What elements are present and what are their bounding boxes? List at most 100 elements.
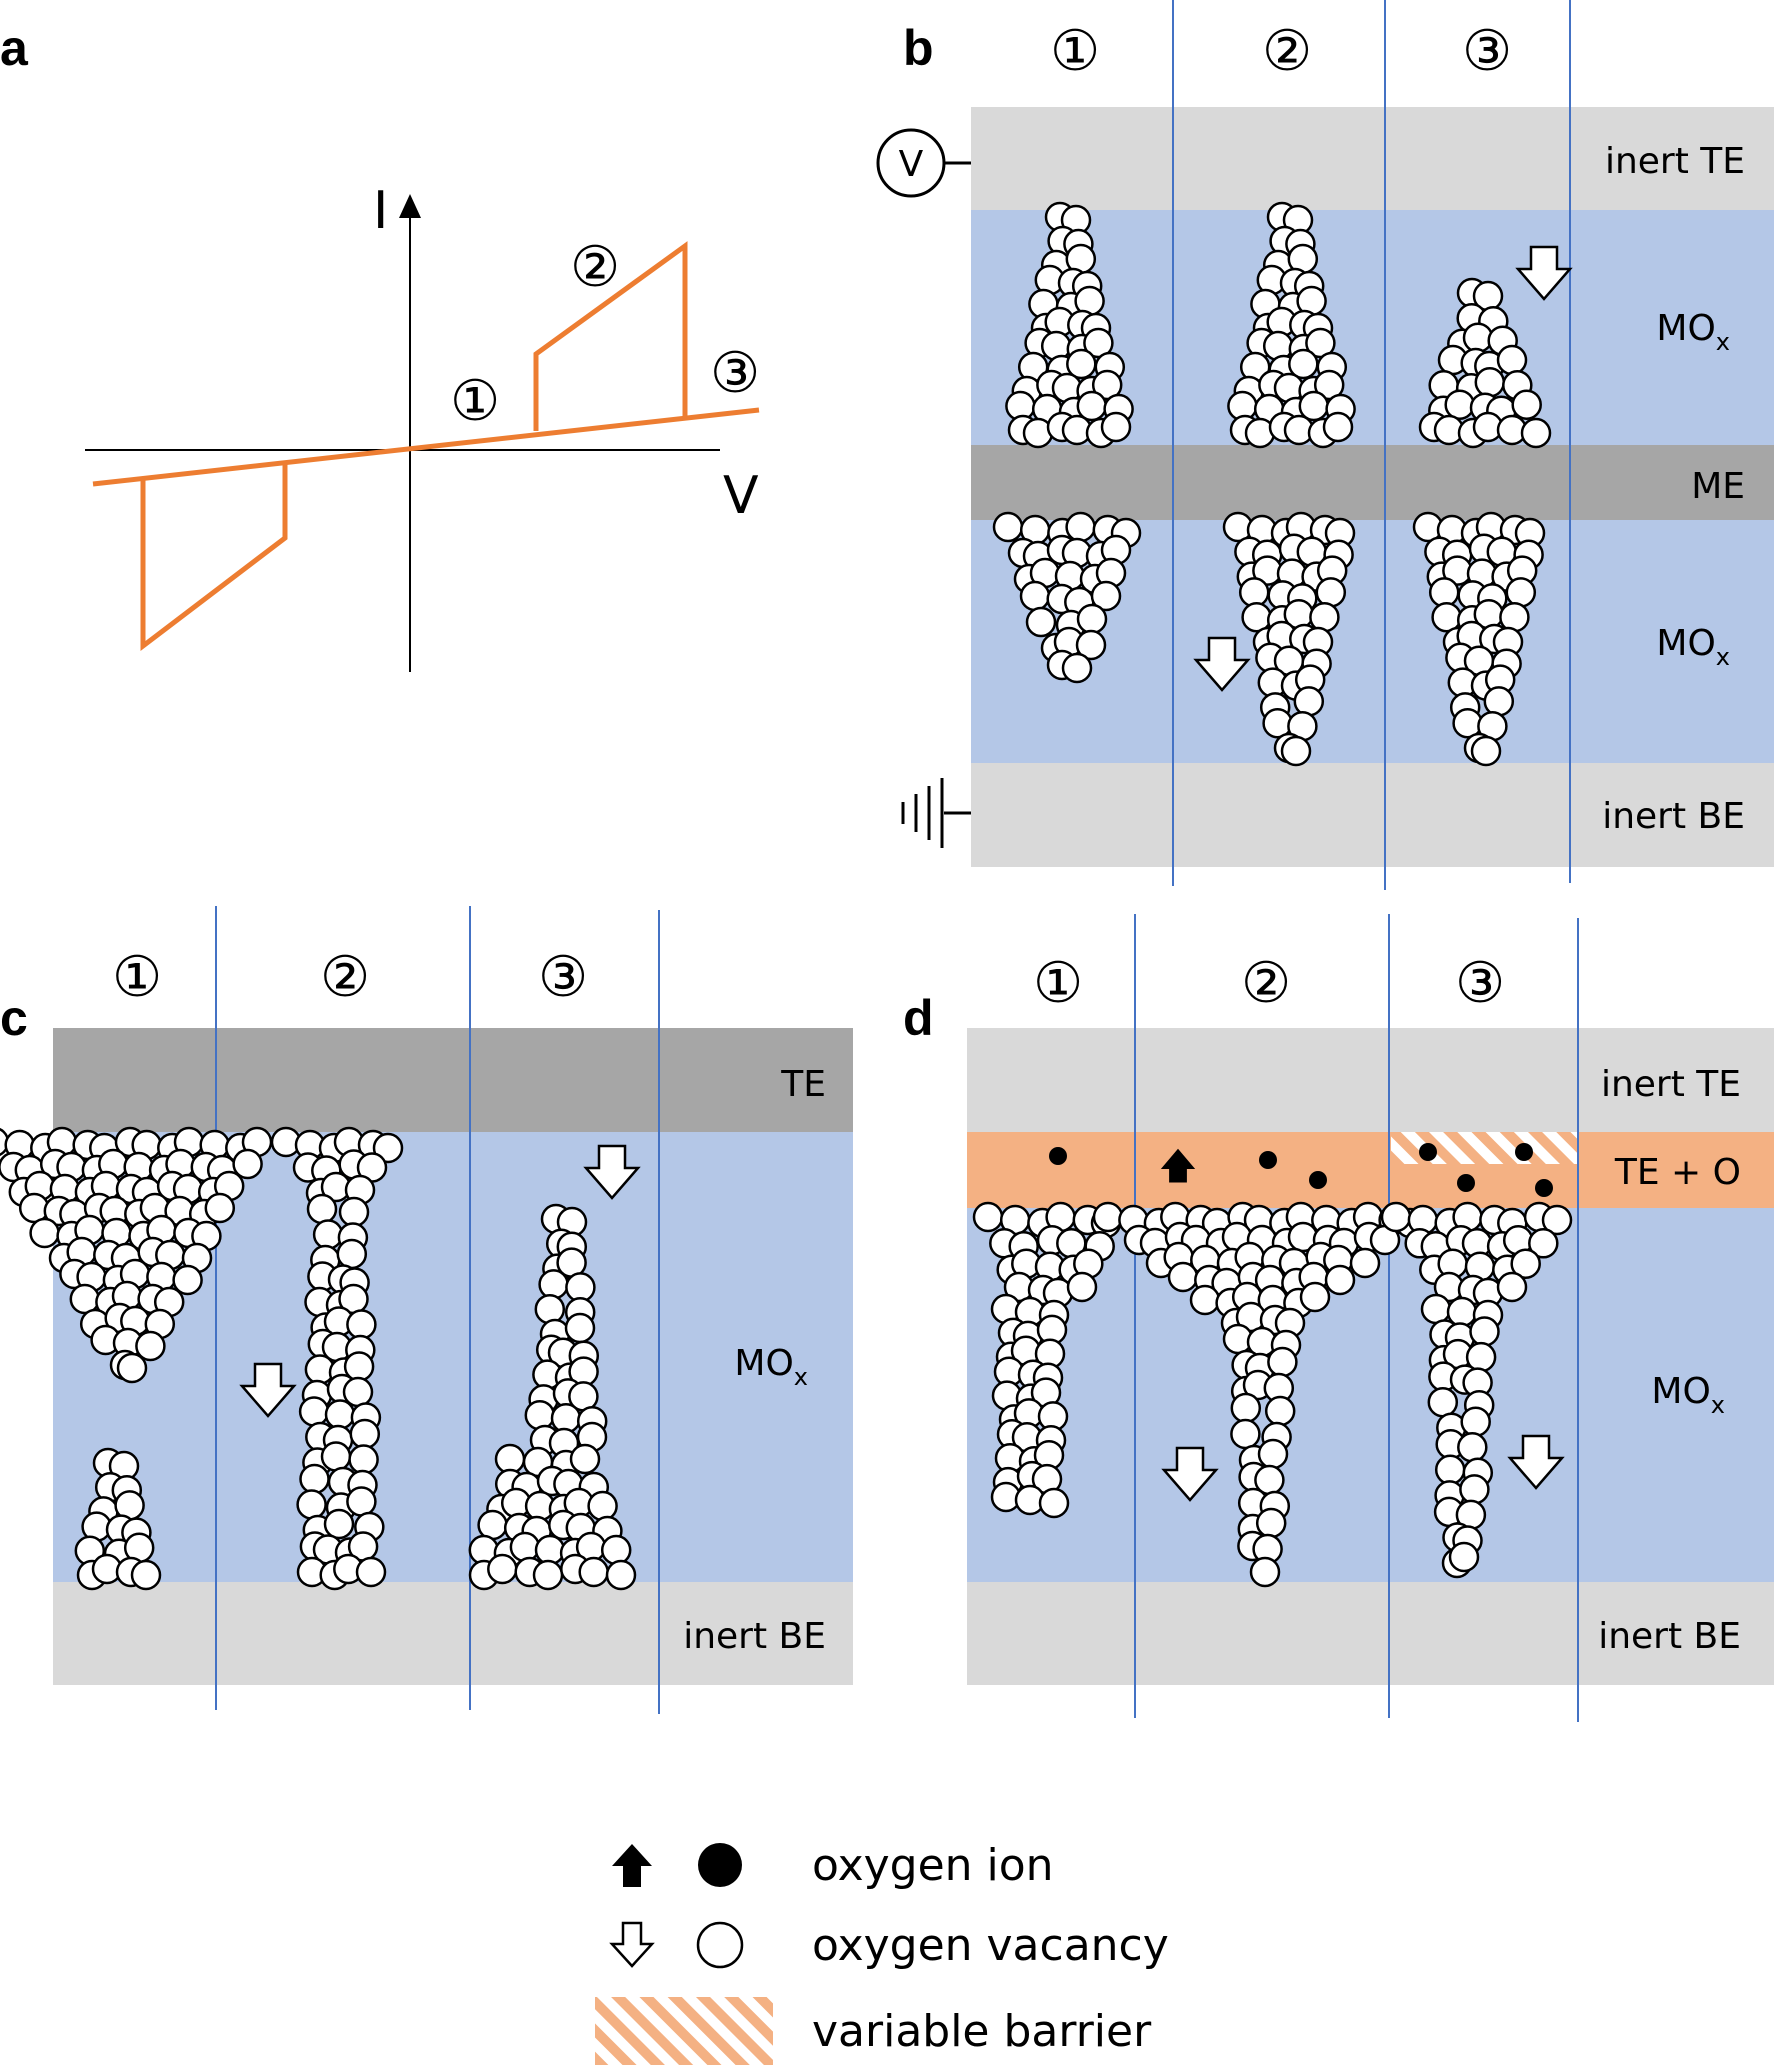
- vacancy-circle-icon: [1457, 1432, 1488, 1463]
- legend: oxygen ion oxygen vacancy variable barri…: [595, 1840, 1169, 2065]
- vacancy-circle-icon: [587, 1490, 618, 1522]
- b-step-3: ③: [1462, 19, 1512, 84]
- legend-ion-dot-icon: [698, 1843, 742, 1887]
- vacancy-circle-icon: [1510, 1248, 1541, 1279]
- b-layer-inert-te: [971, 107, 1774, 210]
- oxygen-ion-dot-icon: [1419, 1143, 1437, 1161]
- vacancy-circle-icon: [1511, 389, 1542, 420]
- vacancy-circle-icon: [1230, 1418, 1261, 1450]
- vacancy-circle-icon: [312, 1219, 344, 1250]
- v-axis-label: V: [723, 466, 759, 526]
- oxygen-ion-dot-icon: [1259, 1151, 1277, 1169]
- legend-down-arrow-icon: [609, 1921, 655, 1968]
- vacancy-circle-icon: [1025, 606, 1057, 638]
- vacancy-circle-icon: [130, 1559, 162, 1591]
- d-step-3: ③: [1455, 951, 1505, 1016]
- vacancy-circle-icon: [487, 1553, 518, 1585]
- vacancy-circle-icon: [1299, 1281, 1331, 1313]
- vacancy-circle-icon: [600, 1534, 632, 1566]
- vacancy-circle-icon: [1100, 411, 1132, 443]
- b-label-me: ME: [1691, 466, 1745, 507]
- c-label-mox: MOx: [734, 1343, 808, 1391]
- c-label-inert-be: inert BE: [683, 1616, 826, 1657]
- panel-b: b ① ② ③ inert TE MOx ME MOx inert BE V: [876, 0, 1774, 890]
- oxygen-ion-drift-arrow-icon: [1160, 1148, 1196, 1183]
- vacancy-circle-icon: [1448, 1541, 1480, 1573]
- legend-ion-label: oxygen ion: [812, 1840, 1054, 1891]
- legend-vacancy-label: oxygen vacancy: [812, 1920, 1169, 1971]
- vacancy-circle-icon: [1470, 735, 1502, 767]
- b-arrows: [1193, 245, 1573, 692]
- i-axis-arrow-icon: [399, 194, 421, 218]
- oxygen-ion-dot-icon: [1309, 1171, 1327, 1189]
- panel-letter-d: d: [903, 990, 934, 1046]
- voltage-source-label: V: [899, 144, 924, 185]
- c-arrows: [239, 1144, 641, 1418]
- vacancy-circle-icon: [135, 1330, 166, 1362]
- panel-letter-c: c: [0, 990, 28, 1046]
- vacancy-circle-icon: [1061, 652, 1093, 684]
- vacancy-circle-icon: [1167, 1261, 1199, 1293]
- vacancy-circle-icon: [1092, 1201, 1124, 1233]
- vacancy-circle-icon: [992, 511, 1024, 543]
- legend-vacancy-circle-icon: [696, 1921, 744, 1969]
- b-step-2: ②: [1262, 19, 1312, 84]
- vacancy-circle-icon: [1249, 1556, 1281, 1588]
- vacancy-circle-icon: [298, 1396, 330, 1427]
- vacancy-circle-icon: [1420, 1293, 1452, 1325]
- vacancy-circle-icon: [1090, 580, 1122, 612]
- vacancy-circle-icon: [1427, 1386, 1459, 1418]
- legend-barrier-label: variable barrier: [812, 2006, 1152, 2057]
- d-layer-inert-te: [967, 1028, 1774, 1132]
- d-vacancy-filaments: [972, 1201, 1573, 1588]
- panel-letter-b: b: [903, 20, 934, 76]
- vacancy-circle-icon: [605, 1559, 637, 1591]
- vacancy-circle-icon: [1322, 411, 1354, 443]
- d-oxygen-ions: [1049, 1143, 1553, 1197]
- vacancy-circle-icon: [306, 1193, 338, 1225]
- vacancy-circle-icon: [320, 1441, 352, 1472]
- vacancy-circle-icon: [1483, 686, 1515, 717]
- vacancy-circle-icon: [578, 1556, 609, 1588]
- vacancy-circle-icon: [1267, 1346, 1298, 1378]
- vacancy-circle-icon: [324, 1399, 356, 1430]
- vacancy-circle-icon: [534, 1534, 566, 1566]
- vacancy-circle-icon: [1349, 1247, 1381, 1279]
- b-label-mox-bottom: MOx: [1656, 623, 1730, 671]
- oxygen-ion-dot-icon: [1049, 1147, 1067, 1165]
- vacancy-circle-icon: [372, 1132, 404, 1164]
- vacancy-circle-icon: [534, 1293, 566, 1325]
- vacancy-circle-icon: [1380, 1201, 1412, 1233]
- iv-baseline-curve: [92, 407, 760, 487]
- d-label-mox: MOx: [1651, 1371, 1725, 1419]
- vacancy-circle-icon: [1038, 1487, 1070, 1519]
- vacancy-circle-icon: [972, 1201, 1004, 1233]
- b-vacancy-filaments: [992, 201, 1552, 767]
- vacancy-circle-icon: [1520, 417, 1552, 449]
- vacancy-circle-icon: [1019, 580, 1051, 612]
- vacancy-circle-icon: [1496, 1271, 1528, 1303]
- vacancy-circle-icon: [524, 1399, 556, 1431]
- vacancy-circle-icon: [116, 1352, 148, 1384]
- oxygen-ion-dot-icon: [1535, 1179, 1553, 1197]
- vacancy-circle-icon: [1076, 603, 1108, 635]
- vacancy-circle-icon: [232, 1148, 263, 1180]
- vacancy-circle-icon: [346, 1309, 377, 1340]
- iv-set-loop-positive: [533, 241, 688, 431]
- panel-d: d ① ② ③ inert TE TE + O MOx inert BE: [903, 914, 1774, 1722]
- vacancy-circle-icon: [1264, 1395, 1296, 1427]
- vacancy-circle-icon: [1499, 601, 1530, 633]
- c-step-2: ②: [320, 945, 370, 1010]
- d-label-inert-te: inert TE: [1601, 1064, 1741, 1105]
- vacancy-circle-icon: [299, 1463, 330, 1495]
- vacancy-circle-icon: [1189, 1284, 1221, 1316]
- vacancy-circle-icon: [1230, 1392, 1262, 1424]
- vacancy-circle-icon: [1309, 601, 1340, 633]
- vacancy-circle-icon: [348, 1444, 379, 1475]
- a-step-2: ②: [570, 235, 620, 300]
- b-label-mox-top: MOx: [1656, 308, 1730, 356]
- vacancy-circle-icon: [1474, 367, 1506, 398]
- vacancy-circle-icon: [1460, 1406, 1491, 1437]
- vacancy-circle-icon: [346, 1486, 377, 1517]
